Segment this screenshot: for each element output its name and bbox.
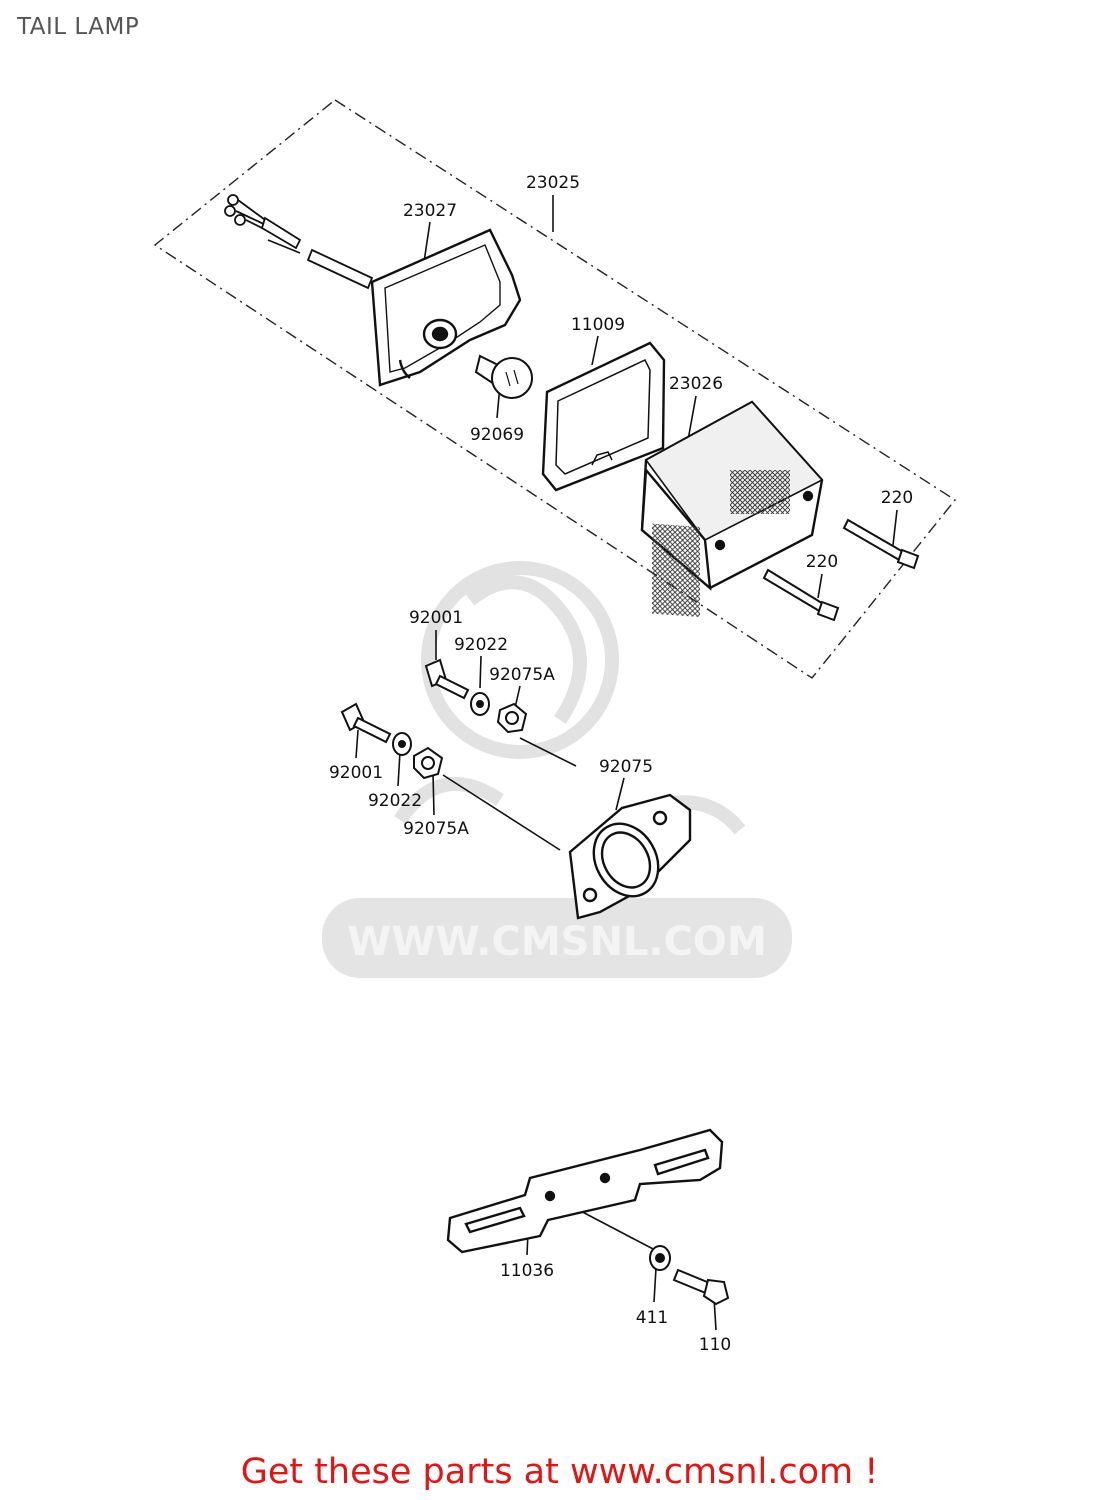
wire-harness: [224, 194, 374, 290]
callout-411: 411: [636, 1308, 668, 1328]
callout-110: 110: [699, 1335, 731, 1355]
callout-220-upper: 220: [881, 488, 913, 508]
washer-bolt: [649, 1245, 730, 1306]
callout-11036: 11036: [500, 1261, 554, 1281]
callout-92075A-lower: 92075A: [403, 819, 469, 839]
screws-220: [762, 518, 920, 622]
callout-23026: 23026: [669, 374, 723, 394]
callout-92075: 92075: [599, 757, 653, 777]
bulb-92069: [474, 354, 533, 399]
callout-92022-lower: 92022: [368, 791, 422, 811]
lamp-base-23027: [370, 228, 522, 387]
callout-23025: 23025: [526, 173, 580, 193]
watermark: WWW.CMSNL.COM: [322, 561, 792, 978]
page-title: TAIL LAMP: [17, 14, 140, 40]
fasteners-lower: [340, 702, 444, 780]
assembly-outline: [153, 99, 957, 679]
fasteners-upper: [424, 658, 528, 734]
callout-92022-upper: 92022: [454, 635, 508, 655]
gasket-11009: [541, 341, 666, 492]
callout-92075A-upper: 92075A: [489, 665, 555, 685]
bracket-92075: [568, 793, 692, 920]
leader-lines: [267, 195, 898, 1331]
callout-92069: 92069: [470, 425, 524, 445]
callout-92001-upper: 92001: [409, 608, 463, 628]
watermark-text: WWW.CMSNL.COM: [347, 919, 767, 965]
callout-11009: 11009: [571, 315, 625, 335]
callout-23027: 23027: [403, 201, 457, 221]
footer-shop-link[interactable]: Get these parts at www.cmsnl.com !: [240, 1452, 879, 1492]
lens-23026: [640, 400, 824, 617]
plate-bracket-11036: [446, 1128, 724, 1254]
callout-92001-lower: 92001: [329, 763, 383, 783]
callout-220-lower: 220: [806, 552, 838, 572]
